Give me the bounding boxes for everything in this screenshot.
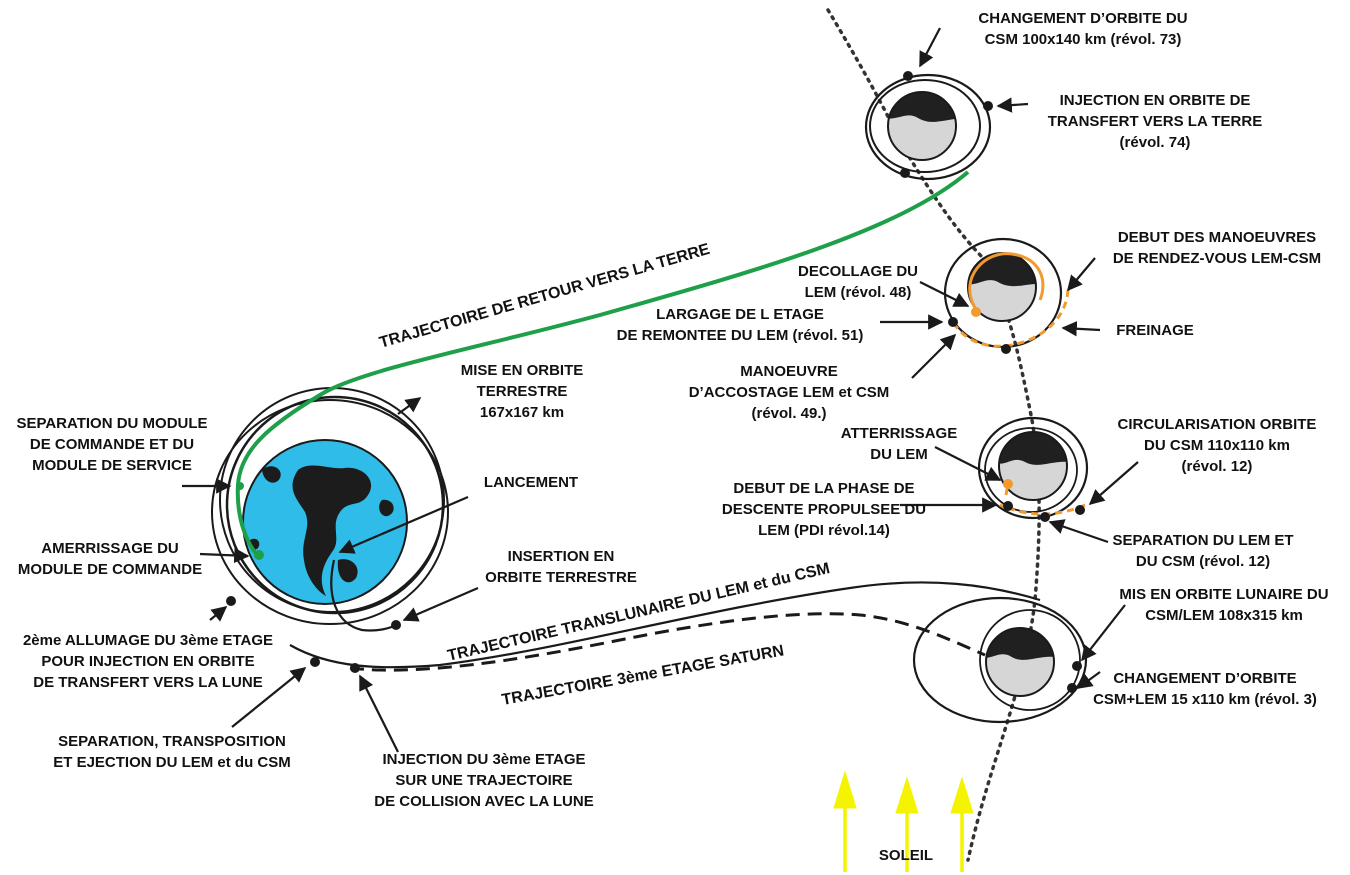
label-separation-lem-csm: SEPARATION DU LEM ET DU CSM (révol. 12): [1112, 530, 1293, 572]
label-line: INJECTION DU 3ème ETAGE: [382, 751, 586, 768]
label-injection-3eme-etage: INJECTION DU 3ème ETAGE SUR UNE TRAJECTOI…: [374, 749, 593, 812]
label-debut-phase-descente: DEBUT DE LA PHASE DE DESCENTE PROPULSEE D…: [722, 478, 926, 541]
label-separation-transposition: SEPARATION, TRANSPOSITION ET EJECTION DU …: [53, 731, 291, 773]
splashdown-dot: [254, 550, 264, 560]
label-line: SEPARATION DU MODULE: [16, 415, 208, 432]
label-line: FREINAGE: [1116, 322, 1194, 339]
label-line: AMERRISSAGE DU: [41, 540, 179, 557]
label-line: INSERTION EN: [507, 548, 615, 565]
label-line: CSM/LEM 108x315 km: [1145, 607, 1303, 624]
earth-icon: [242, 439, 408, 605]
label-freinage: FREINAGE: [1116, 320, 1194, 341]
label-line: DE COMMANDE ET DU: [29, 436, 195, 453]
label-changement-orbite-csm-lem: CHANGEMENT D’ORBITE CSM+LEM 15 x110 km (r…: [1093, 668, 1317, 710]
label-line: LEM (révol. 48): [804, 284, 912, 301]
label-line: SUR UNE TRAJECTOIRE: [395, 772, 573, 789]
label-line: DESCENTE PROPULSEE DU: [721, 501, 927, 518]
label-line: MODULE DE COMMANDE: [17, 561, 203, 578]
label-line: MANOEUVRE: [740, 363, 838, 380]
label-line: INJECTION EN ORBITE DE: [1059, 92, 1251, 109]
label-line: CIRCULARISATION ORBITE: [1117, 416, 1317, 433]
label-line: LARGAGE DE L ETAGE: [656, 306, 824, 323]
label-line: 2ème ALLUMAGE DU 3ème ETAGE: [22, 632, 274, 649]
label-line: MODULE DE SERVICE: [32, 457, 192, 474]
label-line: ATTERRISSAGE: [840, 425, 958, 442]
label-circularisation-orbite: CIRCULARISATION ORBITE DU CSM 110x110 km (…: [1118, 414, 1317, 477]
label-line: (révol. 12): [1181, 458, 1253, 475]
label-mis-orbite-lunaire: MIS EN ORBITE LUNAIRE DU CSM/LEM 108x315 …: [1119, 584, 1328, 626]
label-line: DECOLLAGE DU: [798, 263, 918, 280]
label-line: TERRESTRE: [476, 383, 568, 400]
label-separation-module: SEPARATION DU MODULE DE COMMANDE ET DU MOD…: [16, 413, 207, 476]
label-line: CHANGEMENT D’ORBITE DU: [978, 10, 1188, 27]
earth-large-orbit: [211, 399, 449, 625]
label-soleil: SOLEIL: [879, 845, 933, 866]
label-line: LEM (PDI révol.14): [758, 522, 890, 539]
label-atterrissage-lem: ATTERRISSAGE DU LEM: [841, 423, 957, 465]
pointer-arrows: [182, 27, 1139, 753]
label-line: SEPARATION, TRANSPOSITION: [58, 733, 286, 750]
label-line: MIS EN ORBITE LUNAIRE DU: [1119, 586, 1329, 603]
label-lancement: LANCEMENT: [484, 472, 578, 493]
label-line: SOLEIL: [878, 847, 934, 864]
label-line: (révol. 74): [1119, 134, 1191, 151]
label-line: DE TRANSFERT VERS LA LUNE: [33, 674, 263, 691]
label-manoeuvre-accostage: MANOEUVRE D’ACCOSTAGE LEM et CSM (révol. 4…: [689, 361, 890, 424]
label-line: (révol. 49.): [751, 405, 827, 422]
label-line: POUR INJECTION EN ORBITE: [41, 653, 255, 670]
moon-icon: [943, 237, 1070, 349]
label-largage-etage: LARGAGE DE L ETAGE DE REMONTEE DU LEM (ré…: [617, 304, 864, 346]
label-line: DEBUT DE LA PHASE DE: [733, 480, 915, 497]
label-line: DE REMONTEE DU LEM (révol. 51): [616, 327, 864, 344]
label-line: DE COLLISION AVEC LA LUNE: [374, 793, 594, 810]
label-line: MISE EN ORBITE: [460, 362, 584, 379]
label-insertion-orbite: INSERTION EN ORBITE TERRESTRE: [485, 546, 637, 588]
label-line: D’ACCOSTAGE LEM et CSM: [688, 384, 890, 401]
launch-insertion-path: [330, 559, 401, 632]
label-line: 167x167 km: [479, 404, 565, 421]
label-line: CSM+LEM 15 x110 km (révol. 3): [1093, 691, 1317, 708]
event-dots: [226, 71, 1085, 693]
moon-icon: [977, 416, 1089, 520]
label-debut-manoeuvres-rdv: DEBUT DES MANOEUVRES DE RENDEZ-VOUS LEM-C…: [1113, 227, 1321, 269]
label-amerrissage: AMERRISSAGE DU MODULE DE COMMANDE: [18, 538, 202, 580]
return-start-dot: [236, 482, 244, 490]
label-line: CSM 100x140 km (révol. 73): [984, 31, 1182, 48]
label-line: DE RENDEZ-VOUS LEM-CSM: [1112, 250, 1322, 267]
label-line: CHANGEMENT D’ORBITE: [1113, 670, 1297, 687]
label-line: SEPARATION DU LEM ET: [1112, 532, 1294, 549]
label-decollage-lem: DECOLLAGE DU LEM (révol. 48): [798, 261, 918, 303]
label-line: DEBUT DES MANOEUVRES: [1117, 229, 1317, 246]
moon-icon: [864, 73, 992, 181]
sun-arrow-icon: [833, 770, 974, 872]
label-injection-orbite-transfert-terre: INJECTION EN ORBITE DE TRANSFERT VERS LA …: [1048, 90, 1262, 153]
label-line: DU CSM (révol. 12): [1135, 553, 1271, 570]
label-line: TRANSFERT VERS LA TERRE: [1047, 113, 1263, 130]
label-mise-orbite-terrestre: MISE EN ORBITE TERRESTRE 167x167 km: [461, 360, 584, 423]
translunar-trajectory: [289, 581, 1041, 669]
label-line: DU LEM: [870, 446, 928, 463]
label-line: DU CSM 110x110 km: [1144, 437, 1290, 454]
label-line: ORBITE TERRESTRE: [485, 569, 637, 586]
label-allumage-3eme-etage: 2ème ALLUMAGE DU 3ème ETAGE POUR INJECTIO…: [23, 630, 273, 693]
moon-icon: [912, 596, 1088, 724]
label-changement-orbite-csm: CHANGEMENT D’ORBITE DU CSM 100x140 km (ré…: [978, 8, 1187, 50]
label-line: ET EJECTION DU LEM et du CSM: [53, 754, 291, 771]
label-line: LANCEMENT: [483, 474, 579, 491]
